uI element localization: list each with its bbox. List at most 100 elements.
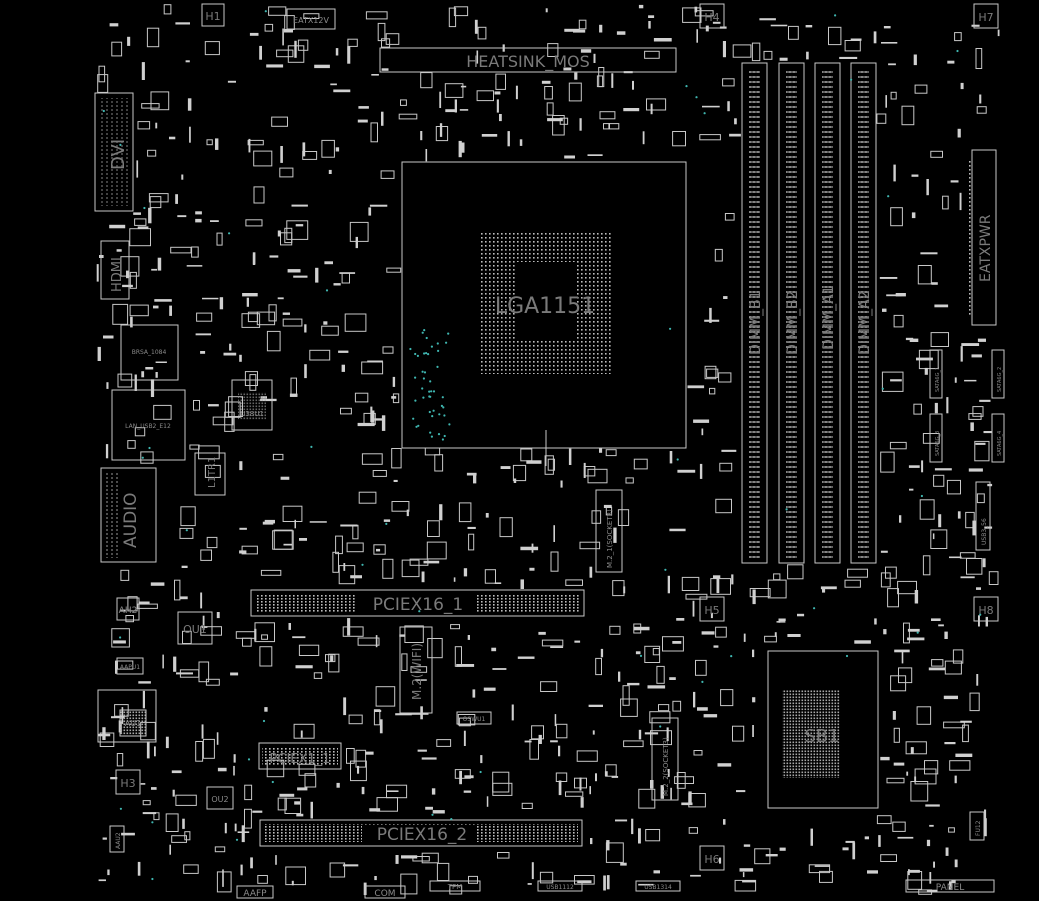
pad: [277, 230, 281, 237]
component-outline: [99, 732, 115, 747]
pad: [467, 526, 476, 529]
pad: [162, 654, 164, 669]
pad: [779, 57, 788, 61]
dvi-label: DVI: [108, 139, 129, 170]
pad: [931, 618, 941, 621]
pad: [439, 123, 443, 137]
pad: [977, 338, 986, 342]
pad: [667, 769, 670, 777]
component-outline: [375, 686, 396, 707]
pad: [926, 889, 938, 893]
pad: [743, 844, 751, 847]
pad: [970, 422, 974, 431]
component-outline: [974, 440, 990, 462]
pad: [216, 612, 220, 619]
pad: [623, 586, 626, 594]
component-outline: [204, 41, 220, 56]
pad: [262, 521, 274, 525]
pad: [459, 109, 469, 111]
via: [429, 380, 432, 383]
pad: [929, 872, 932, 884]
component-outline: [609, 625, 621, 635]
pad: [201, 724, 204, 739]
pad: [550, 740, 558, 743]
pad: [650, 103, 653, 115]
component-outline: [547, 458, 556, 471]
pad: [169, 844, 171, 855]
via: [437, 433, 441, 436]
pad: [224, 822, 227, 834]
via: [119, 143, 122, 146]
via: [703, 112, 706, 115]
aapu1-label: AAPU1: [120, 664, 140, 671]
pad: [653, 870, 660, 874]
component-outline: [382, 346, 394, 354]
component-outline: [617, 509, 630, 527]
via: [119, 807, 122, 810]
dimm-b1-label: DIMM_B1: [748, 290, 764, 355]
pad: [867, 870, 878, 874]
top-connectors: EATX12V HEATSINK_MOS: [286, 8, 677, 73]
pad: [137, 226, 149, 229]
component-outline: [204, 464, 221, 478]
component-outline: [763, 50, 773, 60]
component-outline: [605, 764, 617, 777]
component-outline: [241, 545, 258, 555]
pad: [216, 732, 219, 745]
component-outline: [892, 821, 906, 832]
component-outline: [214, 846, 226, 853]
component-outline: [605, 449, 617, 457]
component-outline: [205, 678, 220, 686]
pad: [309, 521, 327, 523]
dimm-b2-label: DIMM_B2: [785, 290, 801, 355]
pad: [383, 519, 391, 522]
pad: [246, 297, 249, 307]
component-outline: [244, 371, 258, 387]
component-outline: [202, 738, 215, 759]
pad: [696, 29, 698, 43]
component-outline: [191, 246, 199, 258]
pad: [914, 590, 919, 604]
pad: [234, 823, 237, 832]
component-outline: [828, 26, 842, 46]
pad: [458, 140, 462, 158]
component-outline: [212, 416, 234, 426]
pad: [259, 45, 262, 60]
component-outline: [141, 103, 160, 109]
component-outline: [261, 634, 269, 640]
via: [423, 371, 427, 374]
pad: [938, 624, 944, 627]
pad: [233, 754, 236, 763]
component-outline: [400, 873, 418, 895]
pad: [153, 305, 159, 309]
pad: [944, 631, 948, 639]
sata6g-1-label: SATA6G_1: [935, 367, 941, 392]
component-outline: [693, 750, 703, 756]
pad: [491, 647, 497, 652]
component-outline: [426, 541, 447, 560]
via: [414, 352, 417, 356]
component-outline: [150, 91, 170, 111]
via: [361, 563, 364, 566]
component-outline: [749, 588, 771, 598]
component-outline: [544, 455, 554, 475]
component-outline: [625, 477, 634, 484]
pad: [938, 514, 942, 528]
pad: [538, 734, 542, 744]
via: [440, 404, 443, 407]
component-outline: [568, 82, 582, 102]
via: [845, 654, 849, 658]
pad: [227, 80, 236, 83]
ah2-label: AH2: [119, 606, 138, 616]
pad: [712, 21, 721, 24]
pad: [606, 840, 610, 851]
component-outline: [196, 312, 213, 322]
component-outline: [386, 784, 408, 799]
pad: [529, 567, 535, 571]
component-outline: [358, 491, 377, 504]
pad: [520, 546, 539, 551]
pad: [324, 261, 333, 265]
pad: [524, 740, 532, 743]
pad: [217, 767, 227, 772]
pad: [519, 139, 523, 146]
